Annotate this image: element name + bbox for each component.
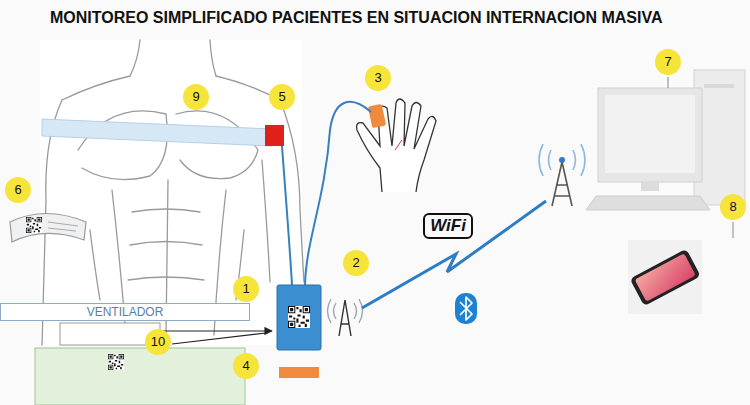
callout-number: 10 [145,329,171,355]
finger-mark [395,140,402,150]
node-text: VENTILADOR [87,305,164,319]
label-box: VENTILADOR [0,303,250,321]
callout-number: 1 [233,276,259,302]
device-antenna [328,299,363,336]
arm-line [262,160,270,282]
callout-number: 8 [720,194,746,220]
diagram-title: MONITOREO SIMPLIFICADO PACIENTES EN SITU… [50,8,662,28]
neck-line [210,40,216,76]
data-cable [172,333,266,344]
qr-code [26,217,42,233]
flank-line [90,230,244,300]
abdomen-line [128,209,204,280]
qr-code [108,354,124,370]
monitor-stand [641,182,659,191]
chest-sensor [265,125,284,146]
finger-sensor [368,104,386,128]
sensor-wire [282,146,292,285]
leader-line [733,222,734,238]
monitor-screen [605,95,695,173]
phone-photo [628,240,702,314]
antenna-waves [328,299,363,323]
wristband [10,214,86,243]
antenna-tip [559,157,565,163]
access-point-antenna [539,144,585,206]
smartphone [630,249,701,306]
bluetooth-icon [455,293,477,324]
phone-screen [635,253,696,301]
qr-code [288,306,310,328]
sensor-wire [305,102,371,285]
antenna-mast [552,162,572,206]
computer [586,70,745,210]
data-cable [162,330,272,331]
callout-number: 6 [5,177,31,203]
keyboard [586,196,710,210]
ventilator-body [35,348,245,405]
chest-band [42,119,272,146]
monitor-device [277,285,321,350]
hand-outline [357,99,436,192]
computer-monitor [598,88,702,182]
torso-sketch [40,40,304,345]
shoulder-line [62,76,130,100]
antenna-waves [539,144,585,176]
drive-slot [704,84,734,88]
callout-number: 7 [655,49,681,75]
phone-body [630,249,701,306]
callout-number: 4 [233,353,259,379]
battery-module [279,367,319,378]
bluetooth-rune [460,297,472,320]
antenna-mast [339,300,351,336]
neck-line [130,40,140,76]
wristband-print [48,222,78,231]
sketch-ground [40,40,302,345]
callout-number: 2 [343,250,369,276]
wifi-logo: WiFi [423,213,473,239]
callout-number: 5 [269,84,295,110]
leader-line [668,77,669,88]
callout-number: 3 [365,65,391,91]
callout-number: 9 [183,84,209,110]
wireless-link [362,201,546,308]
